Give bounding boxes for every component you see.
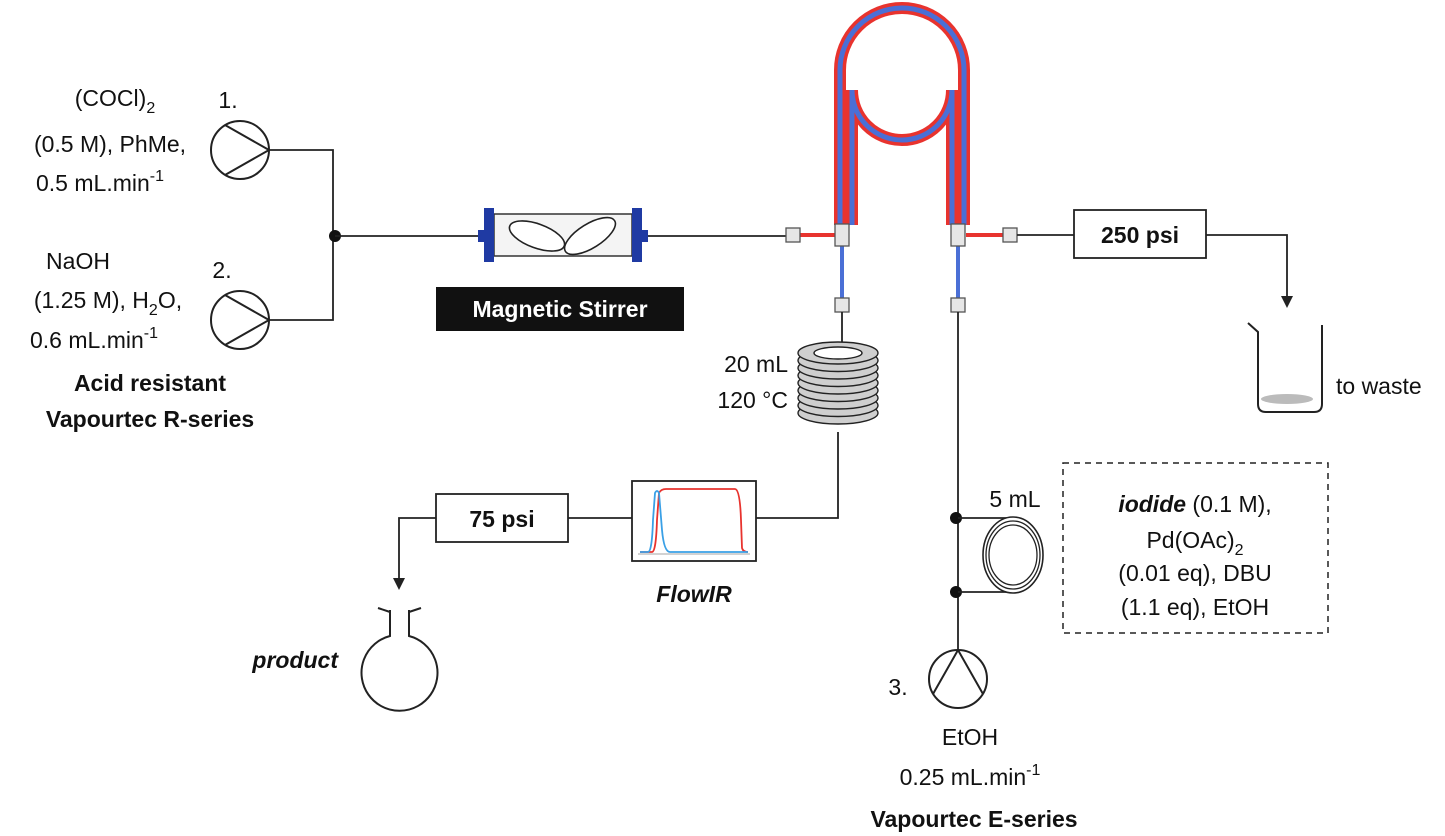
pump-2-flowrate: 0.6 mL.min-1 bbox=[30, 325, 158, 353]
bpr-waste-box bbox=[1073, 209, 1207, 259]
pump-2-number: 2. bbox=[212, 257, 231, 283]
line-to-flowir bbox=[756, 432, 839, 519]
ir-spectrum-icon bbox=[631, 480, 757, 562]
sample-loop-icon bbox=[958, 516, 1044, 594]
loop-junction-top bbox=[950, 512, 962, 524]
pump-3-group: Vapourtec E-series bbox=[870, 806, 1077, 832]
coil-reactor-icon bbox=[797, 341, 879, 425]
pump-1-flowrate: 0.5 mL.min-1 bbox=[36, 168, 164, 196]
stirrer-icon bbox=[478, 208, 648, 262]
pump-2-reagent: NaOH bbox=[46, 248, 110, 274]
bpr-product-label: 75 psi bbox=[469, 506, 534, 532]
tube-reactor-icon bbox=[785, 2, 1018, 313]
pump-group-title: Acid resistant bbox=[74, 370, 226, 396]
pump-3-flowrate: 0.25 mL.min-1 bbox=[900, 762, 1041, 790]
coil-temperature: 120 °C bbox=[717, 387, 788, 413]
arrow-to-waste-icon bbox=[1281, 296, 1293, 308]
pump-3-reagent: EtOH bbox=[942, 724, 998, 750]
stirrer-label: Magnetic Stirrer bbox=[472, 296, 647, 322]
loop-volume: 5 mL bbox=[989, 486, 1040, 512]
pump-2: 2. NaOH (1.25 M), H2O, 0.6 mL.min-1 bbox=[30, 248, 272, 353]
waste-label: to waste bbox=[1336, 373, 1422, 399]
pump-1-reagent: (COCl)2 bbox=[75, 85, 156, 117]
bpr-waste-label: 250 psi bbox=[1101, 222, 1179, 248]
bpr-product-box bbox=[435, 493, 569, 543]
pump-1-icon bbox=[210, 120, 272, 180]
pump-1-number: 1. bbox=[218, 87, 237, 113]
coil-core bbox=[813, 346, 863, 360]
pump-2-icon bbox=[210, 290, 272, 350]
line-to-product bbox=[398, 517, 436, 580]
product-label: product bbox=[251, 647, 339, 673]
reagent-box bbox=[1062, 462, 1329, 634]
pump-lines bbox=[269, 149, 334, 321]
coil-volume: 20 mL bbox=[724, 351, 788, 377]
beaker-icon bbox=[1247, 322, 1323, 413]
pump-3-icon bbox=[928, 647, 988, 709]
reagent-line-2: Pd(OAc)2 bbox=[1146, 527, 1243, 559]
line-to-waste bbox=[1206, 234, 1288, 298]
arrow-to-product-icon bbox=[393, 578, 405, 590]
reagent-line-4: (1.1 eq), EtOH bbox=[1121, 594, 1269, 620]
pump-2-conditions: (1.25 M), H2O, bbox=[34, 287, 182, 319]
pump-1-conditions: (0.5 M), PhMe, bbox=[34, 131, 186, 157]
flowir-label: FlowIR bbox=[656, 581, 732, 607]
round-flask-icon bbox=[360, 607, 439, 712]
reagent-line-1: iodide (0.1 M), bbox=[1118, 491, 1271, 517]
pump-group-subtitle: Vapourtec R-series bbox=[46, 406, 254, 432]
stirrer-label-bg bbox=[436, 287, 684, 331]
pump-1: 1. (COCl)2 (0.5 M), PhMe, 0.5 mL.min-1 bbox=[34, 85, 272, 196]
loop-junction-bottom bbox=[950, 586, 962, 598]
pump-3-number: 3. bbox=[888, 674, 907, 700]
reagent-line-3: (0.01 eq), DBU bbox=[1118, 560, 1271, 586]
pump-3: 3. EtOH 0.25 mL.min-1 Vapourtec E-series bbox=[870, 647, 1078, 832]
